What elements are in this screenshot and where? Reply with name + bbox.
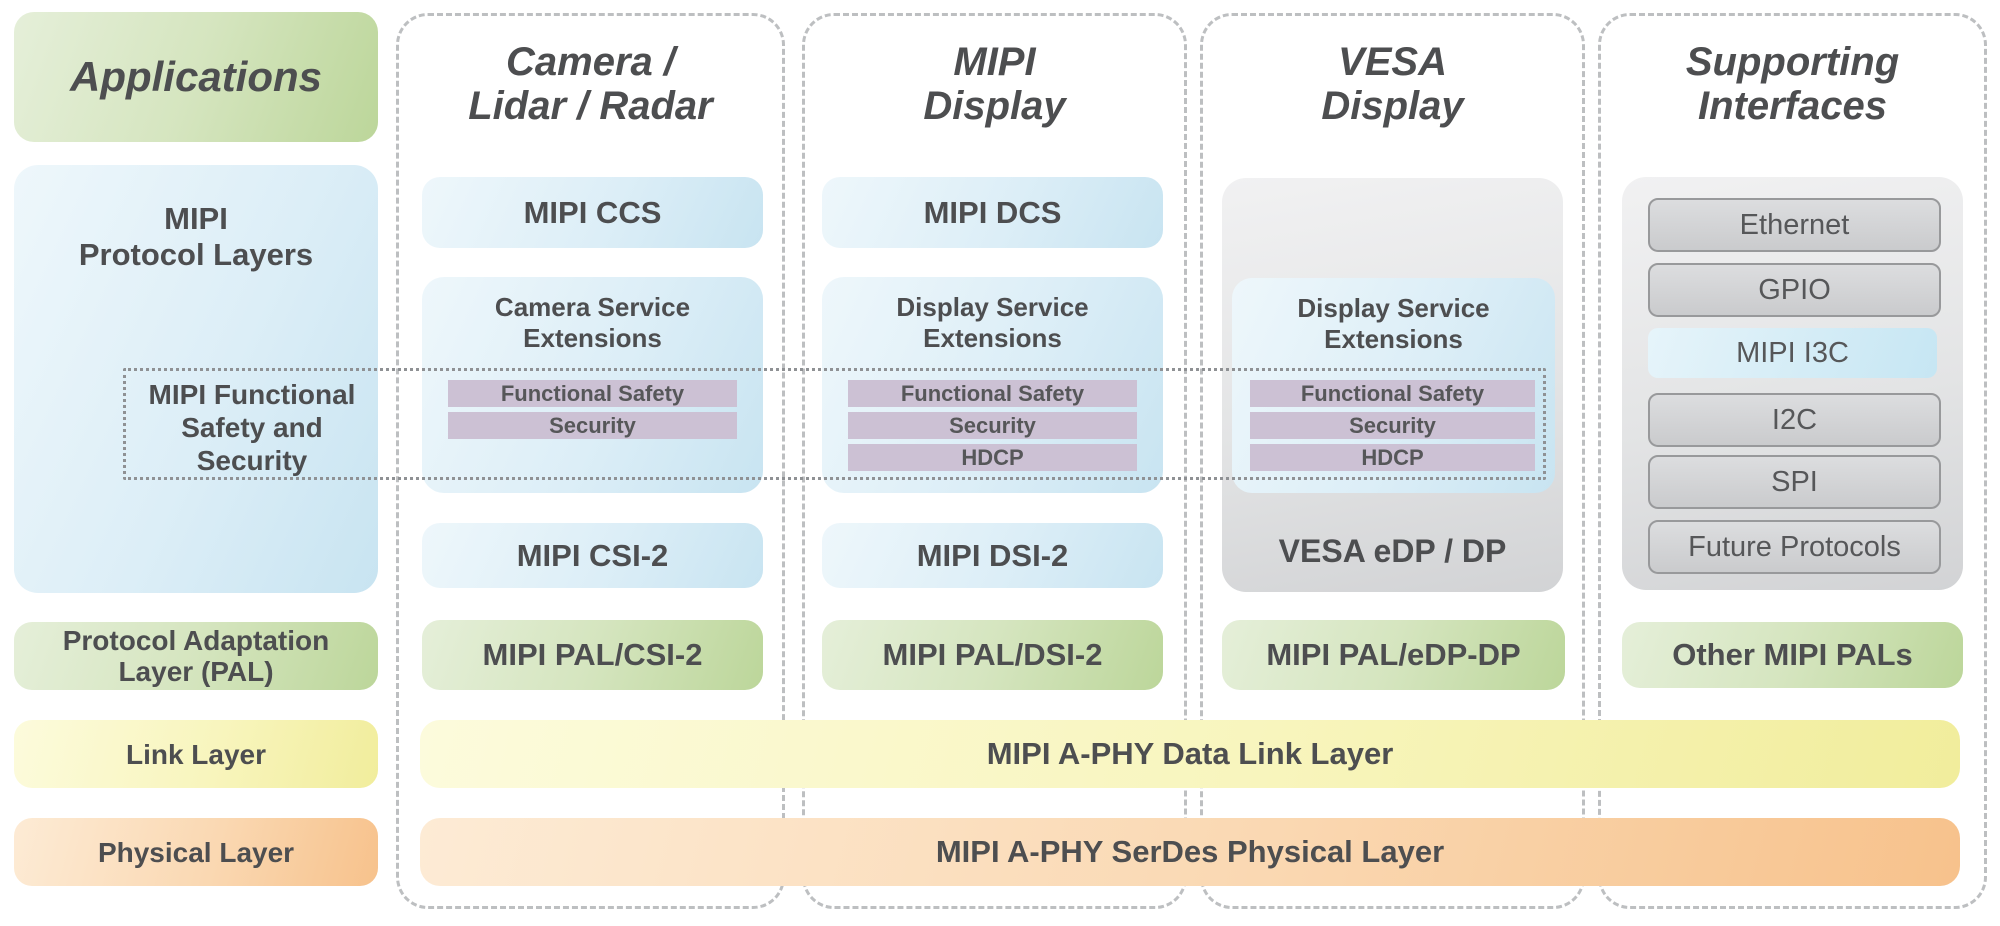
feature-bar-functional-safety: Functional Safety <box>448 380 737 407</box>
mipi-pal-csi2-box: MIPI PAL/CSI-2 <box>422 620 763 690</box>
aphy-serdes-physical-layer-band: MIPI A-PHY SerDes Physical Layer <box>420 818 1960 886</box>
protocol-layers-box: MIPI Protocol Layers <box>14 165 378 593</box>
gpio-pill: GPIO <box>1648 263 1941 317</box>
aphy-data-link-layer-band: MIPI A-PHY Data Link Layer <box>420 720 1960 788</box>
mipi-ccs-label: MIPI CCS <box>523 194 662 230</box>
supporting-interfaces-header: Supporting Interfaces <box>1685 40 1900 128</box>
mipi-csi2-box: MIPI CSI-2 <box>422 523 763 588</box>
feature-bar-hdcp: HDCP <box>1250 444 1535 471</box>
mipi-pal-edp-dp-label: MIPI PAL/eDP-DP <box>1266 637 1521 672</box>
display-service-extensions-title: Display Service Extensions <box>896 292 1089 353</box>
physical-layer-box: Physical Layer <box>14 818 378 886</box>
mipi-dsi2-box: MIPI DSI-2 <box>822 523 1163 588</box>
other-mipi-pals-box: Other MIPI PALs <box>1622 622 1963 688</box>
vesa-display-service-extensions-title: Display Service Extensions <box>1297 293 1490 354</box>
vesa-edp-dp-label: VESA eDP / DP <box>1278 532 1507 569</box>
spi-pill: SPI <box>1648 455 1941 509</box>
applications-box: Applications <box>14 12 378 142</box>
future-protocols-pill: Future Protocols <box>1648 520 1941 574</box>
vesa-display-header: VESA Display <box>1321 40 1464 128</box>
supporting-interfaces-column: Supporting Interfaces <box>1598 13 1987 909</box>
pal-layer-label: Protocol Adaptation Layer (PAL) <box>62 625 330 687</box>
functional-safety-security-text: MIPI Functional Safety and Security <box>148 379 356 476</box>
protocol-layers-label: MIPI Protocol Layers <box>78 201 314 272</box>
mipi-dcs-box: MIPI DCS <box>822 177 1163 248</box>
supporting-interfaces-box: Ethernet GPIO MIPI I3C I2C SPI Future Pr… <box>1622 177 1963 590</box>
functional-safety-security-overlay <box>123 368 1546 480</box>
mipi-pal-dsi2-box: MIPI PAL/DSI-2 <box>822 620 1163 690</box>
functional-safety-security-label: MIPI Functional Safety and Security <box>123 378 381 478</box>
mipi-csi2-label: MIPI CSI-2 <box>516 537 669 573</box>
feature-bar-security: Security <box>848 412 1137 439</box>
physical-layer-label: Physical Layer <box>97 836 295 868</box>
camera-service-extensions-title: Camera Service Extensions <box>494 292 691 353</box>
other-mipi-pals-label: Other MIPI PALs <box>1672 637 1913 672</box>
mipi-pal-dsi2-label: MIPI PAL/DSI-2 <box>882 637 1103 672</box>
feature-bar-hdcp: HDCP <box>848 444 1137 471</box>
aphy-serdes-physical-layer-label: MIPI A-PHY SerDes Physical Layer <box>935 834 1445 869</box>
camera-lidar-radar-column: Camera / Lidar / Radar <box>396 13 785 909</box>
link-layer-label: Link Layer <box>125 738 267 770</box>
mipi-i3c-pill: MIPI I3C <box>1648 328 1937 378</box>
mipi-display-header: MIPI Display <box>923 40 1066 128</box>
vesa-edp-dp-label-area: VESA eDP / DP <box>1222 515 1563 587</box>
aphy-data-link-layer-label: MIPI A-PHY Data Link Layer <box>986 736 1394 771</box>
pal-layer-box: Protocol Adaptation Layer (PAL) <box>14 622 378 690</box>
mipi-ccs-box: MIPI CCS <box>422 177 763 248</box>
i2c-pill: I2C <box>1648 393 1941 447</box>
applications-label: Applications <box>69 53 323 100</box>
vesa-display-column: VESA Display <box>1200 13 1585 909</box>
feature-bar-security: Security <box>1250 412 1535 439</box>
mipi-pal-edp-dp-box: MIPI PAL/eDP-DP <box>1222 620 1565 690</box>
feature-bar-functional-safety: Functional Safety <box>848 380 1137 407</box>
mipi-pal-csi2-label: MIPI PAL/CSI-2 <box>482 637 703 672</box>
ethernet-pill: Ethernet <box>1648 198 1941 252</box>
mipi-display-column: MIPI Display <box>802 13 1187 909</box>
mipi-dsi2-label: MIPI DSI-2 <box>916 537 1069 573</box>
feature-bar-functional-safety: Functional Safety <box>1250 380 1535 407</box>
mipi-dcs-label: MIPI DCS <box>923 194 1062 230</box>
camera-lidar-radar-header: Camera / Lidar / Radar <box>468 40 713 128</box>
link-layer-box: Link Layer <box>14 720 378 788</box>
feature-bar-security: Security <box>448 412 737 439</box>
